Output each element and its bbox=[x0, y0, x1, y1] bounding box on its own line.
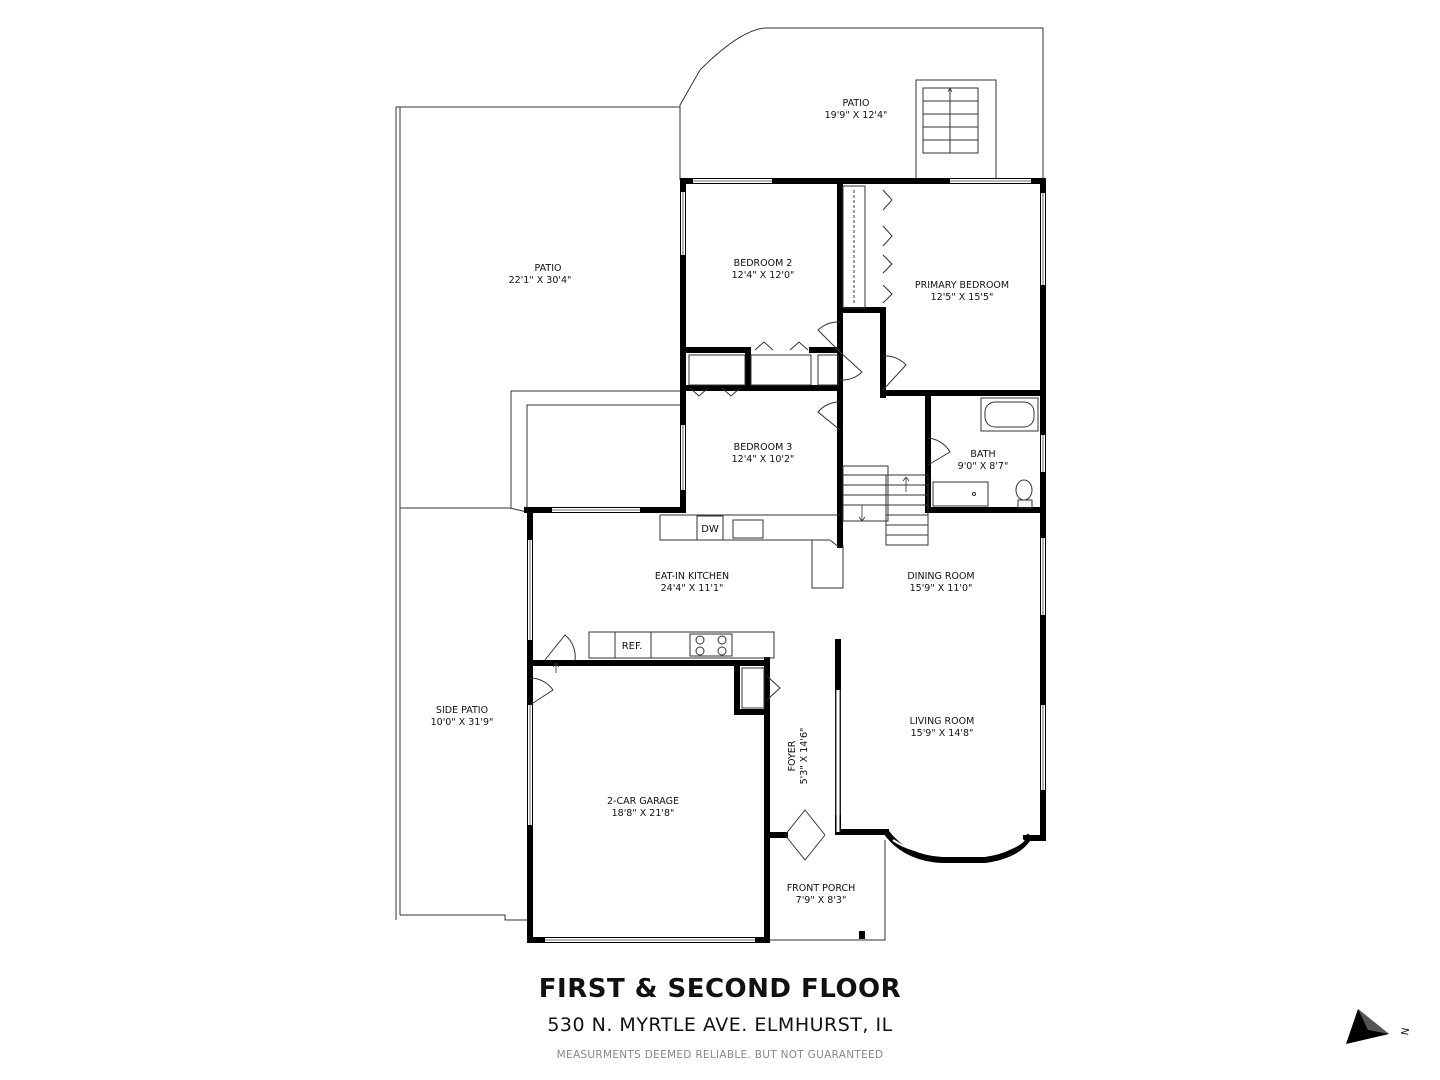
room-dims-side-patio: 10'0" X 31'9" bbox=[431, 717, 494, 728]
door-closet-bed2 bbox=[839, 351, 863, 381]
room-name-dining-room: DINING ROOM bbox=[907, 571, 974, 582]
refrigerator-label: REF. bbox=[622, 641, 643, 652]
room-name-bath: BATH bbox=[970, 449, 995, 460]
dishwasher-label: DW bbox=[701, 524, 719, 535]
rear-steps bbox=[915, 79, 997, 181]
room-name-bedroom-2: BEDROOM 2 bbox=[734, 258, 793, 269]
front-porch-outline bbox=[768, 840, 886, 941]
room-name-living-room: LIVING ROOM bbox=[910, 716, 975, 727]
room-name-primary-bedroom: PRIMARY BEDROOM bbox=[915, 280, 1009, 291]
rear-patio-outline bbox=[679, 27, 1044, 180]
kitchen-fixtures bbox=[588, 514, 844, 709]
room-dims-bath: 9'0" X 8'7" bbox=[958, 461, 1009, 472]
side-patio-outline bbox=[400, 507, 528, 921]
room-dims-dining-room: 15'9" X 11'0" bbox=[910, 583, 973, 594]
door-garage-side bbox=[529, 677, 554, 706]
plan-address: 530 N. MYRTLE AVE. ELMHURST, IL bbox=[547, 1014, 893, 1036]
plan-disclaimer: MEASURMENTS DEEMED RELIABLE. BUT NOT GUA… bbox=[556, 1049, 884, 1061]
room-dims-front-porch: 7'9" X 8'3" bbox=[796, 895, 847, 906]
door-kitchen-garage bbox=[544, 634, 576, 661]
room-dims-bedroom-3: 12'4" X 10'2" bbox=[732, 454, 795, 465]
door-bedroom2 bbox=[817, 321, 841, 353]
north-arrow-icon: N bbox=[1346, 1009, 1412, 1044]
room-dims-bedroom-2: 12'4" X 12'0" bbox=[732, 270, 795, 281]
bay-window bbox=[883, 830, 1033, 863]
room-name-front-porch: FRONT PORCH bbox=[787, 883, 856, 894]
room-dims-living-room: 15'9" X 14'8" bbox=[911, 728, 974, 739]
room-dims-primary-bedroom: 12'5" X 15'5" bbox=[931, 292, 994, 303]
room-name-foyer: FOYER bbox=[787, 740, 798, 771]
room-dims-kitchen: 24'4" X 11'1" bbox=[661, 583, 724, 594]
room-name-patio-rear: PATIO bbox=[843, 98, 870, 109]
porch-post bbox=[859, 931, 865, 939]
door-front bbox=[784, 809, 826, 861]
door-foyer-closet bbox=[766, 675, 781, 701]
room-dims-patio-rear: 19'9" X 12'4" bbox=[825, 110, 888, 121]
door-bath bbox=[927, 437, 951, 466]
room-dims-patio-large: 22'1" X 30'4" bbox=[509, 275, 572, 286]
bath-fixtures bbox=[932, 397, 1039, 509]
room-dims-garage: 18'8" X 21'8" bbox=[612, 808, 675, 819]
compass-label: N bbox=[1400, 1027, 1412, 1036]
door-bedroom3 bbox=[817, 401, 841, 431]
room-dims-foyer: 5'3" X 14'6" bbox=[799, 728, 810, 785]
room-name-kitchen: EAT-IN KITCHEN bbox=[655, 571, 729, 582]
room-name-side-patio: SIDE PATIO bbox=[436, 705, 488, 716]
plan-title: FIRST & SECOND FLOOR bbox=[538, 974, 902, 1004]
inner-patio-outline bbox=[510, 390, 680, 508]
room-name-garage: 2-CAR GARAGE bbox=[607, 796, 679, 807]
door-primary bbox=[882, 355, 907, 391]
interior-stairs bbox=[688, 185, 929, 546]
room-labels: PATIO 19'9" X 12'4" PATIO 22'1" X 30'4" … bbox=[431, 98, 1010, 906]
room-name-bedroom-3: BEDROOM 3 bbox=[734, 442, 793, 453]
large-patio-outline bbox=[395, 106, 680, 920]
room-name-patio-large: PATIO bbox=[535, 263, 562, 274]
